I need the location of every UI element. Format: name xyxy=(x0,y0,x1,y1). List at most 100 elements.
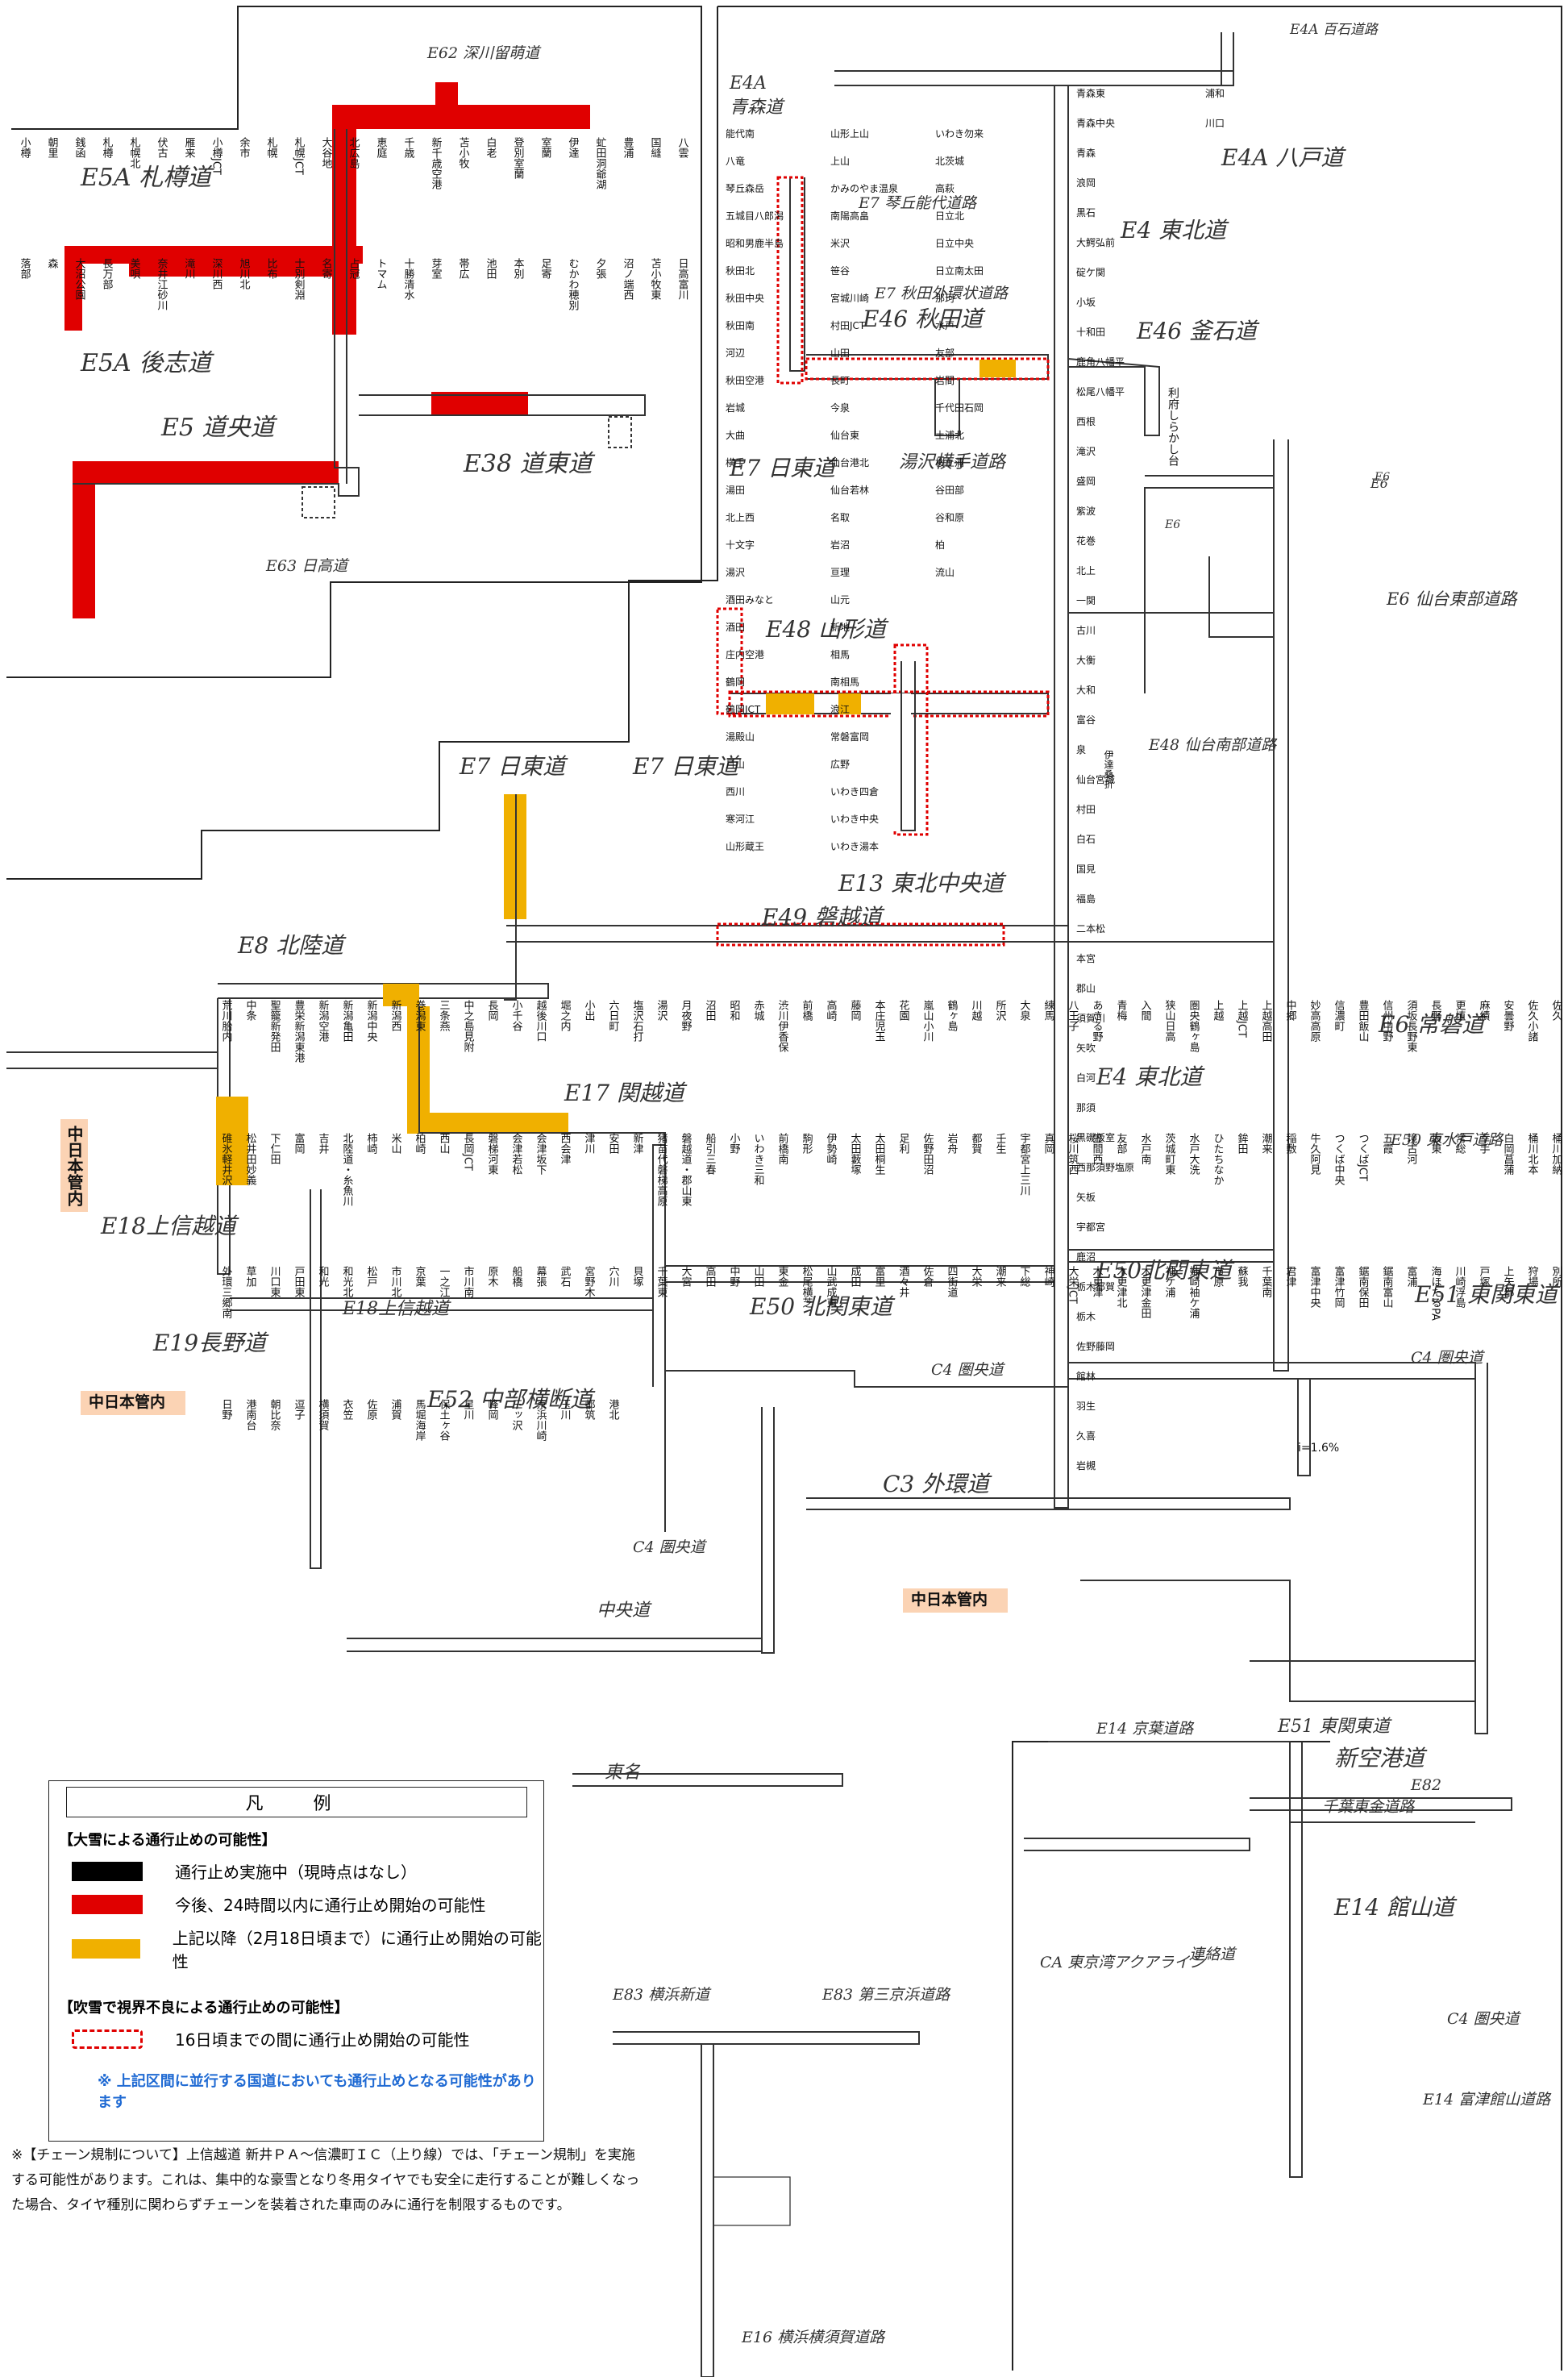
station-label: 星川 xyxy=(462,1399,475,1420)
station-label: 本宮 xyxy=(1076,952,1096,964)
station-label: 川口東 xyxy=(268,1266,281,1297)
station-label: 中野 xyxy=(728,1266,741,1287)
station-label: 西山 xyxy=(438,1133,451,1154)
legend-row-later: 上記以降（2月18日頃まで）に通行止め開始の可能性 xyxy=(72,1925,543,1972)
station-label: 常磐富岡 xyxy=(830,731,869,743)
station-label: あきる野 xyxy=(1091,1000,1104,1042)
station-label: 那珂 xyxy=(935,293,955,304)
closed-segment xyxy=(73,461,95,618)
station-label: 今泉 xyxy=(830,402,850,414)
area-tag-bg xyxy=(903,1588,1008,1613)
legend: 凡 例 【大雪による通行止めの可能性】 通行止め実施中（現時点はなし） 今後、2… xyxy=(48,1780,544,2142)
station-label: 滝沢 xyxy=(1076,446,1096,457)
station-label: 日立中央 xyxy=(935,237,974,249)
route-line xyxy=(310,1189,322,1569)
route-line xyxy=(6,1051,218,1069)
station-label: 鋸南富山 xyxy=(1381,1266,1394,1308)
station-label: 館林 xyxy=(1076,1370,1096,1382)
station-label: 嵐山小川 xyxy=(921,1000,934,1042)
station-label: 岩間 xyxy=(935,374,955,386)
station-label: 越後川口 xyxy=(534,1000,547,1042)
station-label: むかわ穂別 xyxy=(567,258,580,311)
station-label: 木更津金田 xyxy=(1139,1266,1152,1318)
station-label: 下仁田 xyxy=(268,1133,281,1164)
station-label: 宮野木 xyxy=(583,1265,596,1297)
route-label: E14 富津館山道路 xyxy=(1422,2091,1552,2108)
station-label: 黒石 xyxy=(1076,207,1096,219)
station-label: 会津若松 xyxy=(510,1133,523,1175)
route-label: E49 磐越道 xyxy=(761,904,885,930)
station-label: 岩槻 xyxy=(1076,1459,1096,1472)
station-label: 狭山日高 xyxy=(1163,1000,1176,1042)
route-label: E50北関東道 xyxy=(1096,1257,1235,1284)
station-label: 一之江 xyxy=(438,1266,451,1297)
station-label: いわき三和 xyxy=(752,1133,765,1185)
station-label: 伊達 xyxy=(567,137,580,158)
station-label: 岩舟 xyxy=(946,1133,959,1155)
station-label: 信州中野 xyxy=(1381,1000,1394,1042)
station-label: 松尾八幡平 xyxy=(1076,385,1125,398)
route-line xyxy=(701,2044,714,2377)
route-label: 湯沢横手道路 xyxy=(899,452,1007,472)
route-line xyxy=(1221,32,1234,86)
route-label: E4A xyxy=(729,73,767,94)
station-label: 栃木都賀 xyxy=(1076,1281,1115,1293)
route-label: C4 圏央道 xyxy=(931,1361,1006,1379)
route-label: E5A 札樽道 xyxy=(80,164,214,192)
station-label: 那須 xyxy=(1076,1102,1096,1114)
station-label: 境古河 xyxy=(1405,1133,1418,1164)
station-label: 北茨城 xyxy=(935,156,964,167)
station-label: 比布 xyxy=(265,258,278,280)
station-label: 麻績 xyxy=(1478,1000,1491,1021)
station-label: 高田 xyxy=(704,1265,717,1287)
station-label: 新潟中央 xyxy=(365,999,378,1042)
route-label: E6 常磐道 xyxy=(1378,1011,1487,1038)
station-label: 船橋 xyxy=(510,1266,523,1288)
station-label: 常総 xyxy=(1454,1133,1466,1154)
station-label: 柏 xyxy=(935,539,945,551)
route-label: E4A 八戸道 xyxy=(1221,144,1346,171)
station-label: 琴丘森岳 xyxy=(726,182,764,194)
station-label: 山形蔵王 xyxy=(726,841,764,852)
station-label: 八王子 xyxy=(1067,1000,1079,1031)
legend-row-label: 16日頃までの間に通行止め開始の可能性 xyxy=(175,2030,470,2050)
station-label: 昭和男鹿半島 xyxy=(726,237,784,249)
station-label: 大和 xyxy=(1076,685,1096,696)
station-label: 太田桐生 xyxy=(873,1133,886,1175)
closed-later-segment xyxy=(766,693,814,714)
station-label: いわき勿来 xyxy=(935,128,984,139)
station-label: 笠間西 xyxy=(1091,1133,1104,1164)
station-label: 壬生 xyxy=(994,1133,1007,1154)
station-label: 柏崎 xyxy=(414,1133,426,1154)
route-line xyxy=(230,1297,654,1311)
route-label: E17 関越道 xyxy=(564,1080,688,1106)
station-label: 大鰐弘前 xyxy=(1076,236,1115,248)
station-label: 雁来 xyxy=(183,137,196,158)
legend-row-label: 通行止め実施中（現時点はなし） xyxy=(175,1863,417,1882)
misc-label: i=1.6% xyxy=(1298,1442,1339,1455)
station-label: 新津 xyxy=(631,1132,644,1154)
blizzard-segment xyxy=(776,176,804,385)
route-label: C4 圏央道 xyxy=(1447,2010,1522,2028)
route-label: E63 日高道 xyxy=(265,557,350,575)
route-line xyxy=(713,2176,791,2226)
station-label: 秋田空港 xyxy=(726,375,764,386)
route-label: E4 東北道 xyxy=(1096,1064,1205,1090)
station-label: 伊勢崎 xyxy=(825,1133,838,1164)
station-label: 高萩 xyxy=(935,182,955,194)
station-label: 更埴 xyxy=(1454,1000,1466,1021)
station-label: 宇都宮上三川 xyxy=(1018,1133,1031,1196)
station-label: 大沼公園 xyxy=(73,258,86,300)
station-label: 前橋 xyxy=(801,999,813,1022)
station-label: 久喜 xyxy=(1076,1430,1096,1442)
route-label: E7 日東道 xyxy=(459,753,568,780)
station-label: 名取 xyxy=(830,511,850,523)
station-label: 北広島 xyxy=(347,137,360,169)
blizzard-segment xyxy=(716,607,743,715)
station-label: 新潟西 xyxy=(389,999,402,1031)
station-label: 友部 xyxy=(1115,1132,1128,1154)
station-label: 酒々井 xyxy=(897,1266,910,1298)
